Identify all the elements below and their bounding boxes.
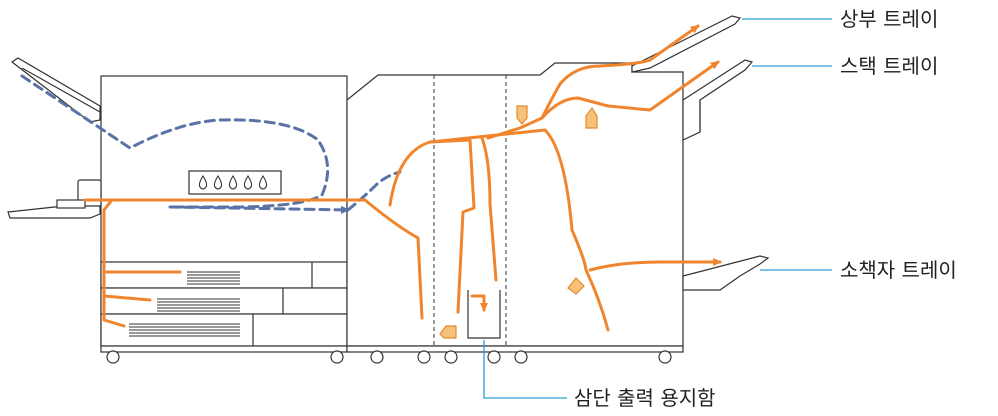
booklet-tray: [682, 255, 770, 291]
stack-tray: [682, 59, 754, 141]
cassette-1-paper: [187, 271, 240, 285]
leader-lines: [483, 18, 832, 399]
label-top-tray: 상부 트레이: [840, 7, 939, 31]
cassette-2: [100, 287, 348, 315]
gate-marker-3: [567, 277, 585, 295]
label-trifold-box: 삼단 출력 용지함: [574, 386, 716, 410]
cassette-3-paper: [129, 323, 240, 337]
gate-marker-1: [516, 105, 528, 125]
gate-marker-4: [439, 325, 457, 339]
trifold-box: [467, 290, 501, 339]
top-tray: [631, 15, 742, 73]
label-stack-tray: 스택 트레이: [840, 54, 939, 78]
cassette-2-paper: [157, 298, 240, 312]
label-booklet-tray: 소책자 트레이: [840, 258, 957, 282]
ink-drop-icons: [198, 174, 268, 190]
leader-trifold-box: [483, 340, 567, 399]
paper-stack-left: [56, 199, 86, 209]
finisher-housing: [346, 62, 684, 347]
gate-markers: [439, 105, 598, 339]
module-separators: [433, 75, 507, 346]
wheels: [106, 350, 672, 364]
cassette-paper: [129, 271, 240, 337]
paper-path: [83, 24, 722, 332]
document-feeder: [10, 57, 101, 123]
ink-cartridge-box: [188, 170, 282, 195]
finisher-body: [346, 15, 770, 353]
printer-base: [100, 345, 348, 353]
finisher-base: [346, 345, 684, 353]
gate-marker-2: [585, 106, 598, 129]
ink-path: [20, 74, 402, 214]
